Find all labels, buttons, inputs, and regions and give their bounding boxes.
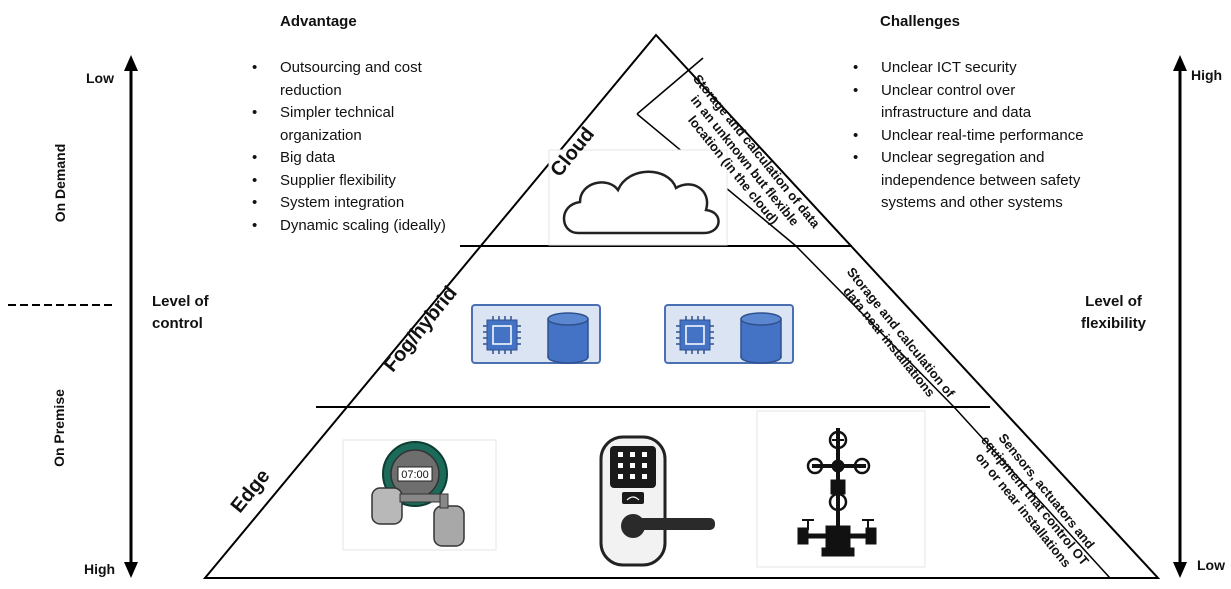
left-arrow-head-down bbox=[124, 562, 138, 578]
database-icon bbox=[740, 312, 782, 364]
challenge-item: Unclear ICT security bbox=[851, 57, 1084, 80]
right-arrow-head-down bbox=[1173, 562, 1187, 578]
challenge-item: Unclear control over bbox=[851, 80, 1084, 103]
left-axis-bottom-label: High bbox=[84, 561, 116, 577]
challenge-item: independence between safety bbox=[881, 171, 1081, 189]
advantage-item: Outsourcing and cost bbox=[250, 57, 446, 80]
database-icon bbox=[547, 312, 589, 364]
edge-desc-line bbox=[953, 406, 1111, 579]
right-axis-bottom-label: Low bbox=[1197, 557, 1225, 573]
right-arrow-head-up bbox=[1173, 55, 1187, 71]
advantage-item: System integration bbox=[250, 192, 446, 215]
on-premise-label: On Premise bbox=[51, 389, 67, 467]
cpu-chip-icon bbox=[483, 316, 521, 354]
level-of-control-label: Level of control bbox=[152, 293, 209, 332]
challenges-list: Unclear ICT security Unclear control ove… bbox=[851, 57, 1084, 215]
timer-display: 07:00 bbox=[401, 469, 429, 481]
advantage-title: Advantage bbox=[280, 13, 357, 30]
cloud-desc-divider bbox=[636, 57, 704, 115]
advantage-item: Big data bbox=[250, 147, 446, 170]
challenge-item: Unclear real-time performance bbox=[851, 125, 1084, 148]
pyramid-outline bbox=[202, 33, 1161, 579]
advantage-item: organization bbox=[280, 126, 362, 144]
challenge-item: Unclear segregation and bbox=[851, 147, 1084, 170]
tank-timer-device-icon: 07:00 bbox=[342, 439, 497, 551]
cloud-icon bbox=[548, 149, 728, 246]
fog-panel-right bbox=[664, 304, 794, 364]
advantage-item: reduction bbox=[280, 81, 342, 99]
advantage-item: Simpler technical bbox=[250, 102, 446, 125]
challenge-item: systems and other systems bbox=[881, 194, 1063, 211]
advantage-list: Outsourcing and cost reduction Simpler t… bbox=[250, 57, 446, 237]
right-axis-top-label: High bbox=[1191, 67, 1223, 83]
wellhead-valve-icon bbox=[756, 410, 926, 568]
challenges-title: Challenges bbox=[880, 13, 961, 30]
advantage-item: Supplier flexibility bbox=[250, 170, 446, 193]
left-axis-top-label: Low bbox=[86, 70, 114, 86]
challenge-item: infrastructure and data bbox=[881, 104, 1032, 121]
on-demand-label: On Demand bbox=[52, 143, 68, 223]
smart-lock-icon bbox=[599, 435, 715, 567]
left-arrow-head-up bbox=[124, 55, 138, 71]
fog-desc-line bbox=[795, 245, 955, 408]
advantage-item: Dynamic scaling (ideally) bbox=[250, 215, 446, 238]
fog-panel-left bbox=[471, 304, 601, 364]
cpu-chip-icon bbox=[676, 316, 714, 354]
level-of-flexibility-label: Level of flexibility bbox=[1081, 293, 1147, 332]
